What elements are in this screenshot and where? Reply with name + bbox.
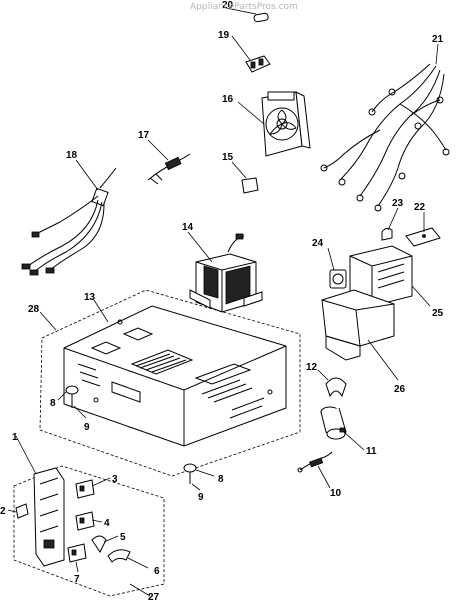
callout-28: 28 bbox=[28, 304, 40, 315]
part-26-air-guide[interactable] bbox=[321, 289, 399, 381]
part-28-base-assembly[interactable] bbox=[39, 289, 301, 477]
part-23-clip[interactable] bbox=[381, 207, 399, 241]
callout-26: 26 bbox=[394, 384, 406, 395]
part-22-plate[interactable] bbox=[405, 212, 441, 247]
part-27-latch-assembly[interactable] bbox=[13, 465, 165, 597]
callout-8-upper: 8 bbox=[50, 398, 56, 409]
part-20-fuse[interactable] bbox=[225, 7, 269, 23]
part-17-thermal-cutout[interactable] bbox=[147, 139, 191, 185]
callout-19: 19 bbox=[218, 30, 230, 41]
callout-24: 24 bbox=[312, 238, 324, 249]
callout-5: 5 bbox=[120, 532, 126, 543]
callout-8-lower: 8 bbox=[218, 474, 224, 485]
callout-9-upper: 9 bbox=[84, 422, 90, 433]
callout-6: 6 bbox=[154, 566, 160, 577]
part-2-spacer[interactable] bbox=[7, 503, 29, 519]
callout-16: 16 bbox=[222, 94, 234, 105]
callout-23: 23 bbox=[392, 198, 404, 209]
part-25-magnetron[interactable] bbox=[349, 245, 431, 307]
part-13-base-plate[interactable] bbox=[63, 299, 287, 447]
part-15-cap[interactable] bbox=[231, 161, 259, 194]
callout-20: 20 bbox=[222, 0, 234, 11]
part-6-hook[interactable] bbox=[107, 549, 149, 569]
callout-3: 3 bbox=[112, 474, 118, 485]
callout-4: 4 bbox=[104, 518, 110, 529]
part-24-thermostat[interactable] bbox=[327, 247, 347, 289]
callout-12: 12 bbox=[306, 362, 318, 373]
part-9-screw-lower[interactable] bbox=[189, 472, 201, 491]
part-10-diode[interactable] bbox=[297, 451, 333, 489]
callout-labels: 1 2 3 4 5 6 7 8 8 9 9 10 11 12 13 14 15 … bbox=[0, 0, 444, 603]
callout-9-lower: 9 bbox=[198, 492, 204, 503]
part-8-foot-lower[interactable] bbox=[183, 463, 215, 477]
callout-22: 22 bbox=[414, 202, 426, 213]
part-8-foot-upper[interactable] bbox=[57, 385, 79, 401]
part-9-screw-upper[interactable] bbox=[71, 394, 87, 419]
part-14-transformer[interactable] bbox=[187, 231, 263, 313]
callout-14: 14 bbox=[182, 222, 194, 233]
callout-17: 17 bbox=[138, 130, 150, 141]
part-11-capacitor[interactable] bbox=[320, 406, 365, 451]
callout-10: 10 bbox=[330, 488, 342, 499]
part-16-fan-motor[interactable] bbox=[237, 91, 311, 157]
callout-27: 27 bbox=[148, 592, 160, 600]
part-1-latch-board[interactable] bbox=[15, 435, 65, 567]
callout-11: 11 bbox=[366, 446, 377, 457]
part-3-switch[interactable] bbox=[75, 477, 111, 499]
callout-21: 21 bbox=[432, 34, 444, 45]
callout-15: 15 bbox=[222, 152, 234, 163]
part-21-main-harness[interactable] bbox=[320, 43, 450, 212]
part-18-wire-harness[interactable] bbox=[21, 159, 117, 276]
callout-13: 13 bbox=[84, 292, 96, 303]
part-7-switch[interactable] bbox=[67, 543, 87, 573]
part-12-bracket[interactable] bbox=[317, 369, 347, 398]
watermark: AppliancePartsPros.com bbox=[190, 2, 298, 12]
callout-1: 1 bbox=[12, 432, 18, 443]
callout-7: 7 bbox=[74, 574, 80, 585]
part-4-switch[interactable] bbox=[75, 511, 103, 531]
callout-25: 25 bbox=[432, 308, 444, 319]
callout-18: 18 bbox=[66, 150, 78, 161]
part-5-lever[interactable] bbox=[91, 535, 119, 553]
part-19-fuse-holder[interactable] bbox=[231, 35, 271, 73]
callout-2: 2 bbox=[0, 506, 6, 517]
